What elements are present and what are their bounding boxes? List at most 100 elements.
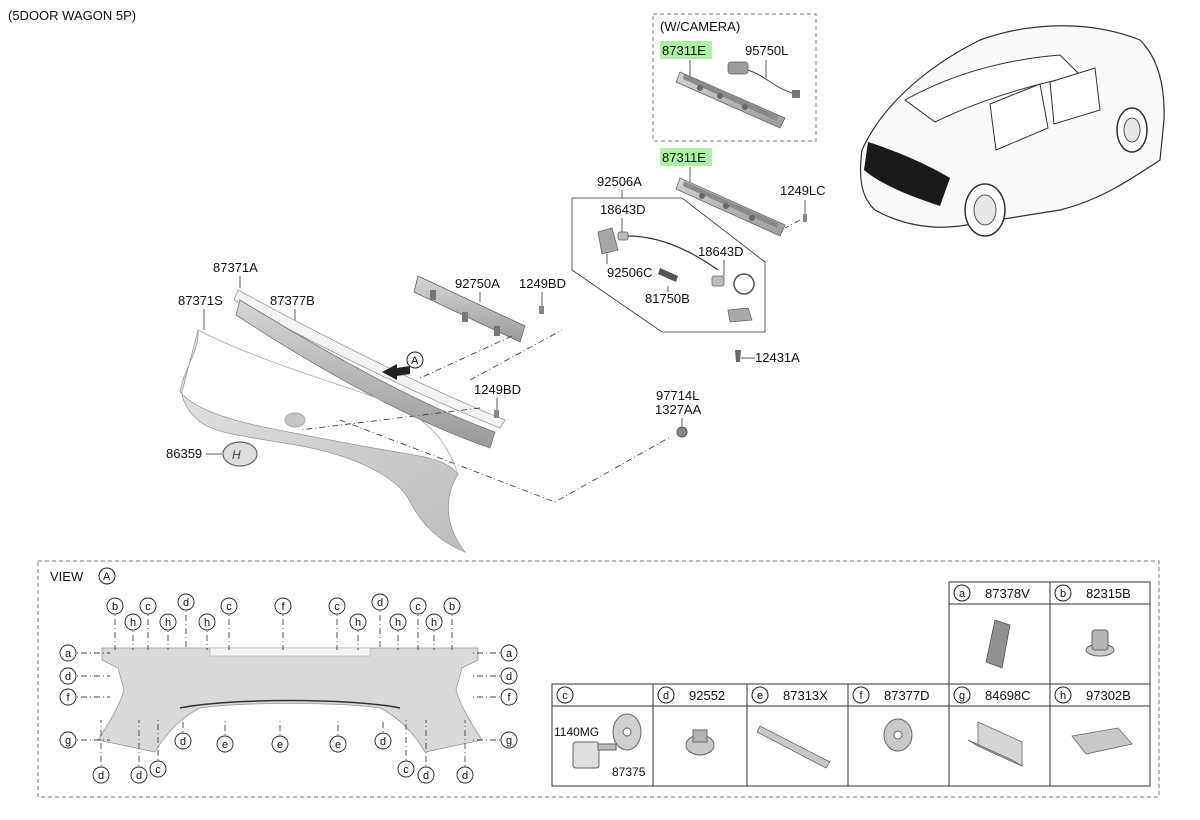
svg-text:c: c xyxy=(155,764,161,776)
label-1249BD-upper[interactable]: 1249BD xyxy=(519,276,566,291)
callout-top-8-c: c xyxy=(328,597,346,650)
callout-bottom-9-d: d xyxy=(417,720,435,784)
view-a-arrow[interactable]: A xyxy=(382,351,424,380)
garnish-87311E xyxy=(675,177,786,237)
table-part-d: 92552 xyxy=(689,688,725,703)
label-95750L[interactable]: 95750L xyxy=(745,43,788,58)
label-87311E[interactable]: 87311E xyxy=(662,150,706,165)
svg-text:d: d xyxy=(380,736,386,748)
table-part-h: 97302B xyxy=(1086,688,1131,703)
parts-table xyxy=(551,581,1151,787)
callout-top-14-b: b xyxy=(443,597,461,650)
svg-text:e: e xyxy=(757,690,763,702)
svg-text:d: d xyxy=(136,770,142,782)
vehicle-illustration xyxy=(859,25,1165,237)
callout-top-1-h: h xyxy=(124,613,142,650)
label-1249BD-lower[interactable]: 1249BD xyxy=(474,382,521,397)
svg-text:g: g xyxy=(506,735,512,747)
label-92506C[interactable]: 92506C xyxy=(607,265,653,280)
screw-12431A xyxy=(735,350,741,362)
callout-bottom-4-e: e xyxy=(216,720,234,753)
lamp-assembly-box xyxy=(571,197,766,333)
view-a-panel xyxy=(97,647,483,753)
callout-top-11-h: h xyxy=(389,613,407,650)
svg-text:f: f xyxy=(859,690,863,702)
garnish-87311E-camera xyxy=(675,71,786,129)
camera-box-title: (W/CAMERA) xyxy=(660,19,740,34)
svg-text:g: g xyxy=(959,690,965,702)
callout-top-3-h: h xyxy=(159,613,177,650)
svg-text:h: h xyxy=(165,617,171,629)
svg-text:c: c xyxy=(226,601,232,613)
part-icon-97302B xyxy=(1071,727,1133,755)
svg-text:c: c xyxy=(562,690,568,702)
table-cell-f: f 87377D xyxy=(852,686,930,704)
screw-1249BD-upper xyxy=(539,306,544,314)
label-87371A[interactable]: 87371A xyxy=(213,260,258,275)
svg-text:d: d xyxy=(180,736,186,748)
table-part-b: 82315B xyxy=(1086,586,1131,601)
svg-text:f: f xyxy=(66,692,70,704)
svg-text:h: h xyxy=(431,617,437,629)
screw-1249LC xyxy=(803,214,807,222)
tailgate-panel-87371S xyxy=(179,329,467,553)
label-92506A[interactable]: 92506A xyxy=(597,174,642,189)
svg-text:d: d xyxy=(506,671,512,683)
bulb-socket-18643D-upper xyxy=(617,231,629,241)
table-cell-d: d 92552 xyxy=(657,686,725,704)
svg-text:d: d xyxy=(377,597,383,609)
diagram-title: (5DOOR WAGON 5P) xyxy=(8,8,136,23)
svg-text:c: c xyxy=(334,601,340,613)
svg-text:d: d xyxy=(663,690,669,702)
callout-right-1-d: d xyxy=(470,667,518,685)
svg-text:a: a xyxy=(65,648,72,660)
label-87371S[interactable]: 87371S xyxy=(178,293,223,308)
camera-95750L xyxy=(727,61,800,98)
callout-bottom-2-c: c xyxy=(149,720,167,778)
callout-left-0-a: a xyxy=(59,644,110,662)
part-icon-92552 xyxy=(685,729,715,756)
license-lamp-housing-92506C xyxy=(597,227,619,255)
svg-text:h: h xyxy=(130,617,136,629)
label-18643D-upper[interactable]: 18643D xyxy=(600,202,646,217)
part-icon-87378V xyxy=(985,619,1011,669)
part-icon-82315B xyxy=(1085,629,1115,657)
view-a-ref: A xyxy=(103,571,111,583)
label-87377B[interactable]: 87377B xyxy=(270,293,315,308)
callout-left-1-d: d xyxy=(59,667,110,685)
label-12431A[interactable]: 12431A xyxy=(755,350,800,365)
label-92750A[interactable]: 92750A xyxy=(455,276,500,291)
svg-text:c: c xyxy=(403,764,409,776)
view-a-frame xyxy=(37,560,1160,798)
svg-text:d: d xyxy=(183,597,189,609)
wire-harness-81750B xyxy=(658,268,678,282)
callout-right-2-f: f xyxy=(470,688,518,706)
bulb-socket-18643D-lower xyxy=(711,273,755,295)
table-part-f: 87377D xyxy=(884,688,930,703)
callout-top-12-c: c xyxy=(409,597,427,650)
svg-text:e: e xyxy=(222,739,228,751)
label-97714L[interactable]: 97714L xyxy=(656,388,699,403)
svg-text:f: f xyxy=(281,601,285,613)
label-1249LC[interactable]: 1249LC xyxy=(780,183,826,198)
table-part-g: 84698C xyxy=(985,688,1031,703)
callout-right-0-a: a xyxy=(470,644,518,662)
part-icon-87377D xyxy=(883,718,913,752)
nut-1327AA xyxy=(676,426,688,438)
label-87311E-camera[interactable]: 87311E xyxy=(662,43,706,58)
svg-text:h: h xyxy=(395,617,401,629)
svg-text:d: d xyxy=(65,671,71,683)
svg-text:d: d xyxy=(98,770,104,782)
svg-text:H: H xyxy=(232,448,241,462)
label-81750B[interactable]: 81750B xyxy=(645,291,690,306)
view-a-title: VIEW xyxy=(50,569,84,584)
callout-bottom-3-d: d xyxy=(174,720,192,750)
label-18643D-lower[interactable]: 18643D xyxy=(698,244,744,259)
label-86359[interactable]: 86359 xyxy=(166,446,202,461)
emblem-86359: H xyxy=(222,441,258,467)
label-1327AA[interactable]: 1327AA xyxy=(655,402,702,417)
